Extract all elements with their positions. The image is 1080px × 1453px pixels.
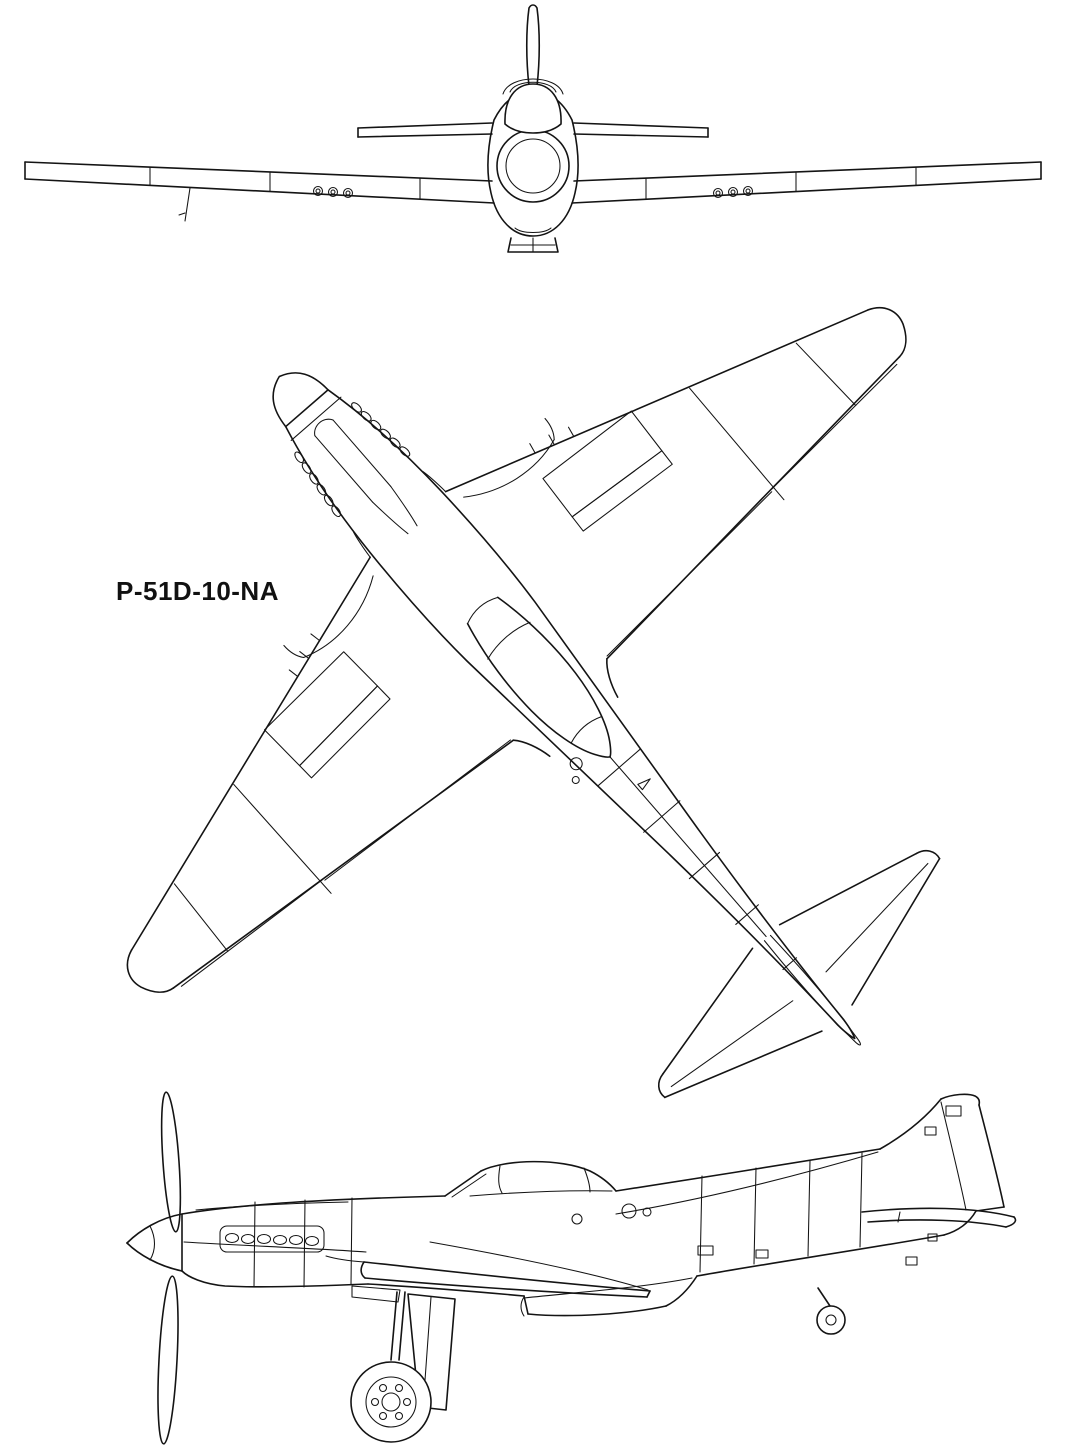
top-view-drawing [126, 74, 1080, 1099]
side-view-drawing [126, 1091, 1017, 1445]
aircraft-designation-label: P-51D-10-NA [116, 576, 279, 606]
front-view-drawing [24, 4, 1042, 253]
